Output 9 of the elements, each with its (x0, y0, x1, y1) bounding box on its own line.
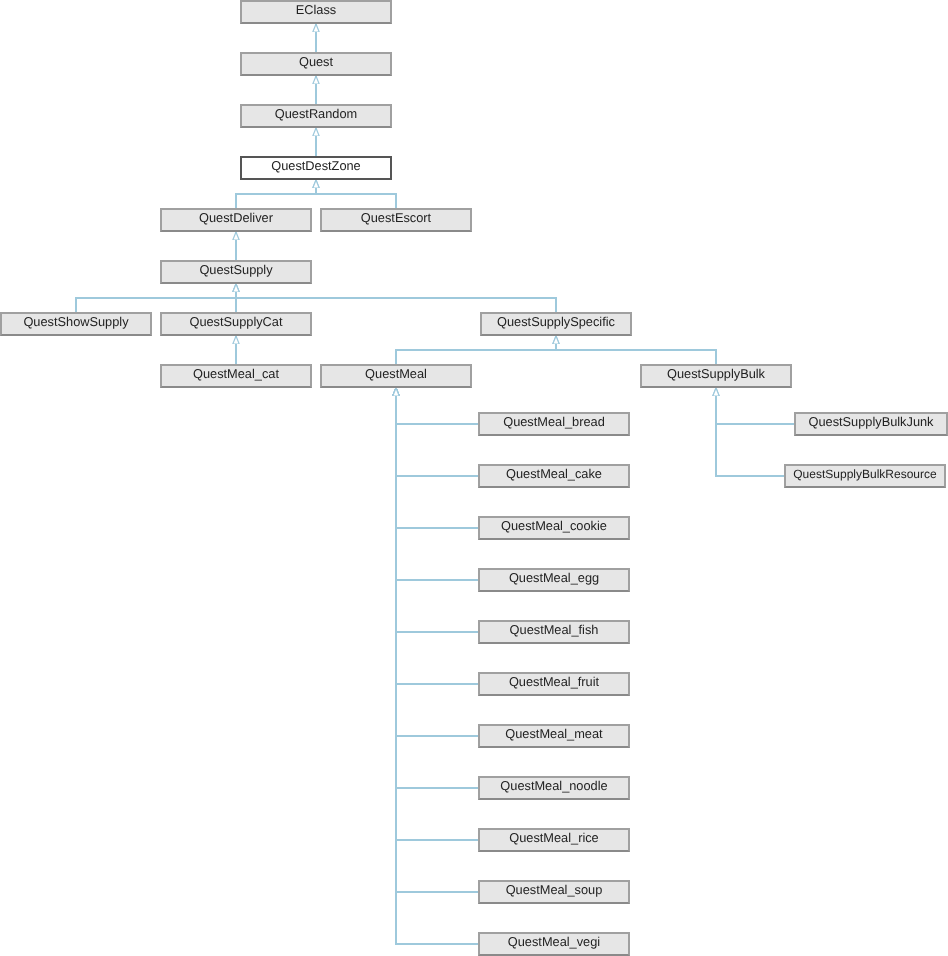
inheritance-arrow (712, 387, 785, 477)
inheritance-arrow (232, 231, 240, 261)
inheritance-arrow (312, 23, 320, 53)
inheritance-arrow (232, 335, 240, 365)
inheritance-arrow (552, 335, 717, 365)
inheritance-arrow (312, 179, 397, 209)
inheritance-arrow (312, 75, 320, 105)
inheritance-arrow (232, 283, 557, 313)
inheritance-arrow (312, 127, 320, 157)
